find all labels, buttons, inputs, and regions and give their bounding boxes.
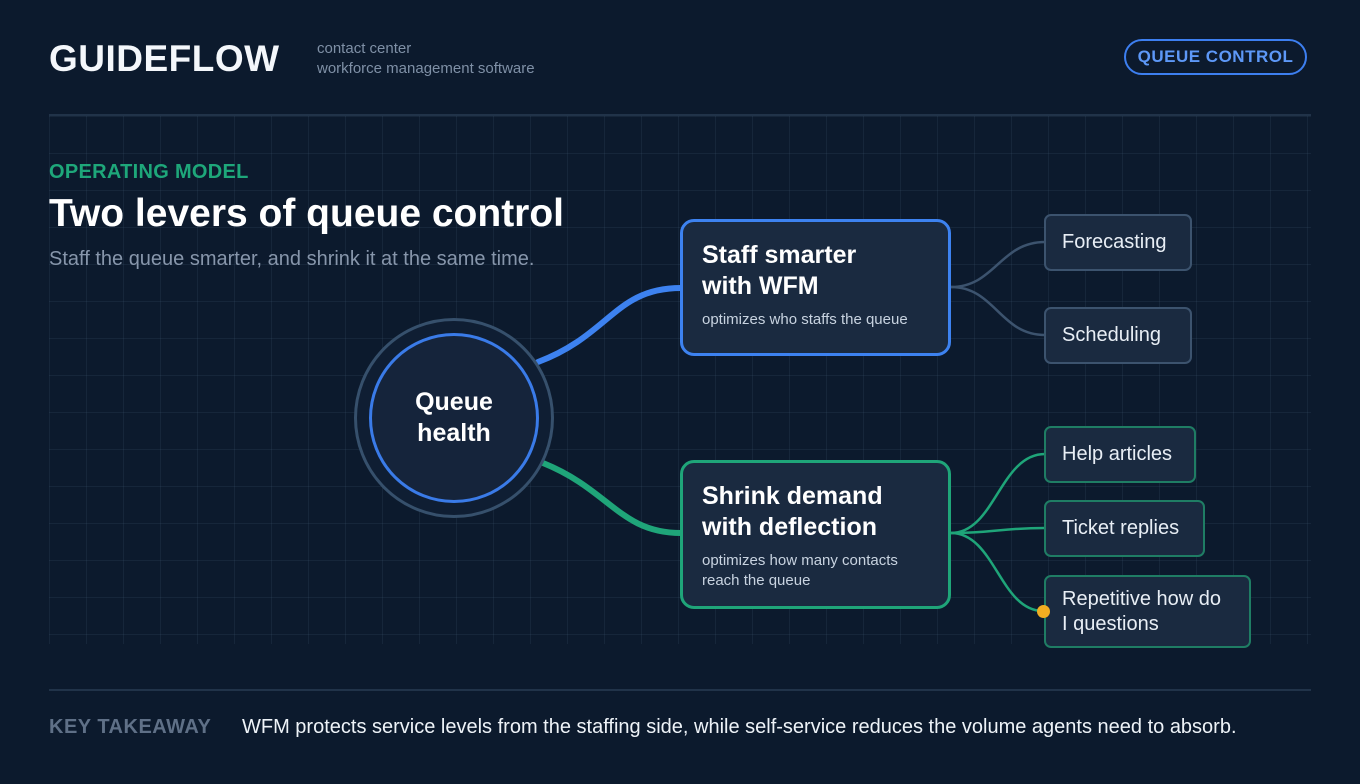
repetitive-questions-line-1: Repetitive how do [1062,587,1221,610]
tagline-line-1: contact center [317,40,412,57]
key-takeaway-text: WFM protects service levels from the sta… [242,716,1237,738]
deflection-to-ticket-replies-connector [950,526,1046,535]
leaf-help-articles: Help articles [1044,426,1196,483]
repetitive-questions-line-2: I questions [1062,612,1159,635]
highlight-dot-icon [1037,605,1050,618]
page-title: Two levers of queue control [49,192,565,235]
leaf-repetitive-questions: Repetitive how do I questions [1044,575,1251,648]
deflection-title-line-1: Shrink demand [702,482,883,510]
deflection-title-line-2: with deflection [702,513,877,541]
deflection-description-line-1: optimizes how many contacts [702,552,898,569]
leaf-ticket-replies: Ticket replies [1044,500,1205,557]
brand-tagline: contact center workforce management soft… [317,39,535,79]
page-subtitle: Staff the queue smarter, and shrink it a… [49,248,535,270]
hub-label-line-1: Queue [415,388,493,416]
queue-health-hub: Queue health [369,333,539,503]
footer-divider [49,689,1311,691]
section-eyebrow: OPERATING MODEL [49,161,249,183]
wfm-lever-title: Staff smarter with WFM [702,240,948,302]
deflection-to-repetitive-questions-connector [950,531,1044,613]
deflection-lever-description: optimizes how many contacts reach the qu… [702,551,948,591]
deflection-description-line-2: reach the queue [702,572,811,589]
queue-control-badge: QUEUE CONTROL [1124,39,1307,75]
tagline-line-2: workforce management software [317,60,535,77]
wfm-to-forecasting-connector [950,240,1046,289]
hub-label-line-2: health [417,419,491,447]
lever-card-wfm: Staff smarter with WFM optimizes who sta… [680,219,951,356]
wfm-lever-description: optimizes who staffs the queue [702,311,908,328]
leaf-forecasting: Forecasting [1044,214,1192,271]
hub-to-wfm-connector [535,285,684,365]
brand-logo: GUIDEFLOW [49,38,280,79]
lever-card-deflection: Shrink demand with deflection optimizes … [680,460,951,609]
wfm-title-line-1: Staff smarter [702,241,857,269]
deflection-to-help-articles-connector [950,452,1046,535]
hub-to-deflection-connector [540,460,684,536]
wfm-title-line-2: with WFM [702,272,819,300]
header-divider [49,114,1311,116]
key-takeaway-label: KEY TAKEAWAY [49,716,212,738]
deflection-lever-title: Shrink demand with deflection [702,481,948,543]
wfm-to-scheduling-connector [950,285,1046,337]
leaf-scheduling: Scheduling [1044,307,1192,364]
